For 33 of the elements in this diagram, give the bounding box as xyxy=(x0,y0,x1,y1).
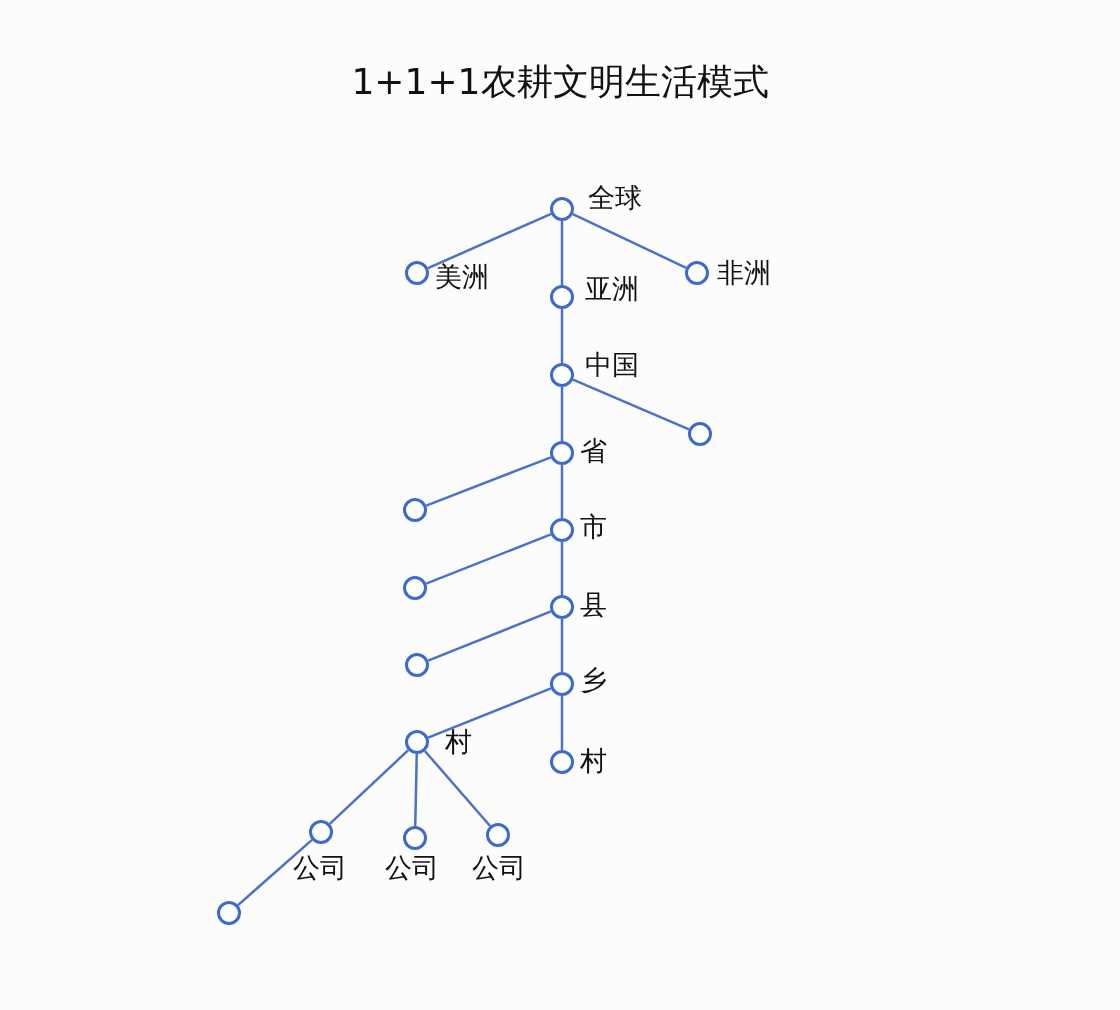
connector-line xyxy=(328,749,410,825)
node-label: 公司 xyxy=(472,853,526,883)
node-label: 村 xyxy=(445,727,472,757)
connector-line xyxy=(425,456,552,507)
connector-line xyxy=(560,619,564,672)
connector-line xyxy=(237,839,313,906)
node-label: 公司 xyxy=(293,853,347,883)
node-label: 村 xyxy=(580,746,607,776)
node-label: 县 xyxy=(580,590,607,620)
connector-line xyxy=(560,309,564,363)
connector-line xyxy=(560,542,564,595)
connector-line xyxy=(572,213,687,269)
node-label: 市 xyxy=(580,512,607,542)
node-label: 省 xyxy=(580,436,607,466)
diagram-title: 1+1+1农耕文明生活模式 xyxy=(350,60,770,104)
node-label: 非洲 xyxy=(717,258,771,288)
connector-line xyxy=(423,750,492,827)
connector-line xyxy=(414,753,418,827)
node-label: 中国 xyxy=(585,350,639,380)
connector-line xyxy=(560,696,564,750)
node-label: 美洲 xyxy=(435,262,489,292)
node-label: 亚洲 xyxy=(585,274,639,304)
connector-line xyxy=(427,212,552,270)
node-label: 全球 xyxy=(588,183,642,213)
node-label: 乡 xyxy=(580,665,607,695)
connector-line xyxy=(560,221,564,285)
connector-line xyxy=(427,687,552,739)
connector-line xyxy=(572,378,690,431)
connector-line xyxy=(560,465,564,518)
node-label: 公司 xyxy=(385,853,439,883)
connector-line xyxy=(425,533,552,585)
connector-line xyxy=(560,387,564,441)
connector-line xyxy=(427,610,552,662)
